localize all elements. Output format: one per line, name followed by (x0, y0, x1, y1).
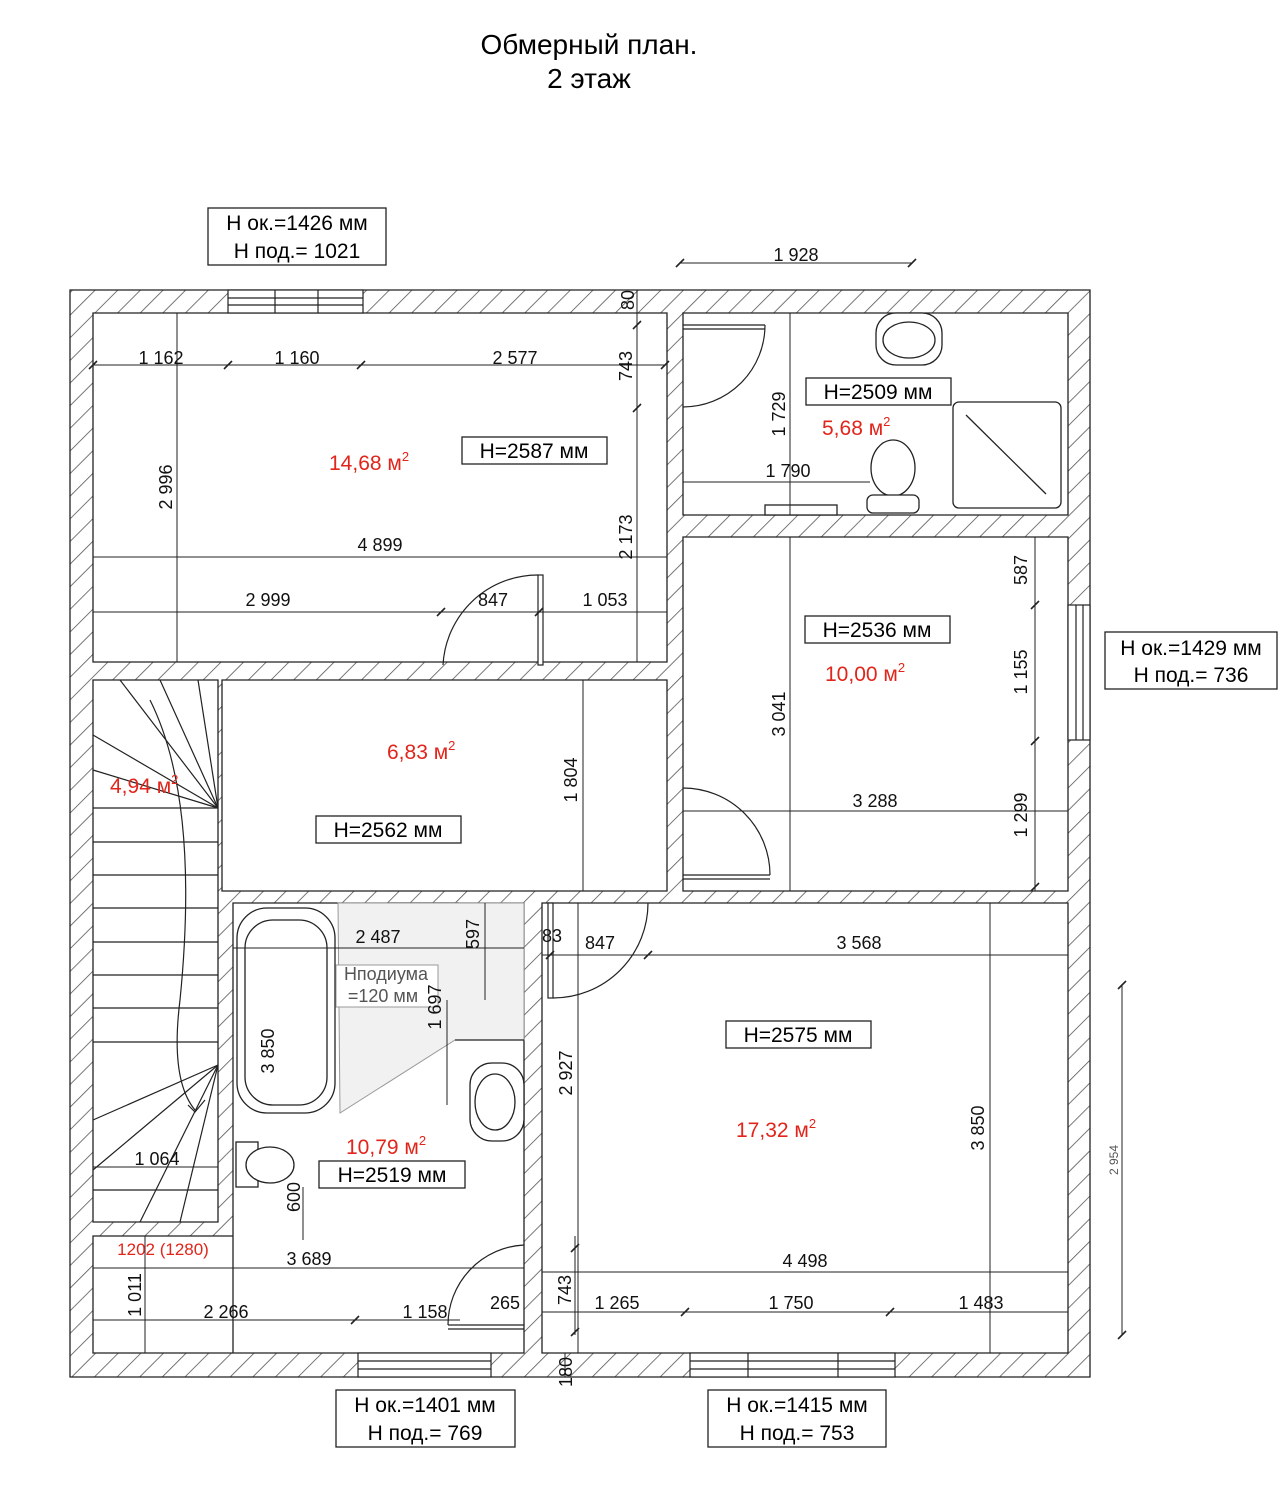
height-room-4: H=2562 мм (334, 819, 443, 842)
room-heights: H=2587 мм H=2509 мм H=2536 мм H=2562 мм … (315, 377, 952, 1189)
dim-1928: 1 928 (773, 245, 818, 265)
area-room-7: 17,32 м2 (736, 1116, 816, 1142)
dim-2927: 2 927 (556, 1050, 576, 1095)
area-room-4: 6,83 м2 (387, 738, 455, 764)
window-bottom-left (357, 1352, 492, 1378)
dim-3041: 3 041 (769, 691, 789, 736)
dim-1729: 1 729 (769, 391, 789, 436)
dimension-labels: 1 928 80 1 162 1 160 2 577 743 2 996 4 8… (125, 245, 1121, 1387)
dim-597: 597 (463, 919, 483, 949)
window-bottom-right (689, 1352, 896, 1378)
dim-1155: 1 155 (1011, 649, 1031, 694)
area-room-6: 10,79 м2 (346, 1133, 426, 1159)
window-annotation-top-left: Н ок.=1426 мм Н под.= 1021 (207, 207, 387, 266)
height-room-3: H=2536 мм (823, 619, 932, 642)
dim-2996: 2 996 (156, 464, 176, 509)
dim-3689: 3 689 (286, 1249, 331, 1269)
dim-180: 180 (556, 1357, 576, 1387)
dim-1011: 1 011 (125, 1273, 145, 1317)
dim-743-bot: 743 (555, 1275, 575, 1305)
dimension-ticks (88, 258, 1127, 1340)
window-bottom-right-sill: Н под.= 753 (740, 1422, 855, 1445)
dim-4899: 4 899 (357, 535, 402, 555)
dim-847-top: 847 (478, 590, 508, 610)
window-top-left-sill: Н под.= 1021 (234, 240, 361, 263)
window-annotation-bottom-right: Н ок.=1415 мм Н под.= 753 (707, 1389, 887, 1448)
stair-note: 1202 (1280) (117, 1240, 209, 1259)
walls (69, 289, 1091, 1378)
dim-2487: 2 487 (355, 927, 400, 947)
window-annotation-bottom-left: Н ок.=1401 мм Н под.= 769 (335, 1389, 516, 1448)
dim-1265: 1 265 (594, 1293, 639, 1313)
dim-600: 600 (284, 1182, 304, 1212)
window-bottom-right-height: Н ок.=1415 мм (726, 1394, 867, 1417)
podium-label-line-2: =120 мм (348, 986, 418, 1006)
area-room-3: 10,00 м2 (825, 660, 905, 686)
dim-587: 587 (1011, 555, 1031, 585)
page-title: Обмерный план. 2 этаж (0, 28, 1178, 96)
dim-3568: 3 568 (836, 933, 881, 953)
height-room-6: H=2519 мм (338, 1164, 447, 1187)
dim-4498: 4 498 (782, 1251, 827, 1271)
dim-1053: 1 053 (582, 590, 627, 610)
dim-1790: 1 790 (765, 461, 810, 481)
window-top-left-height: Н ок.=1426 мм (226, 212, 367, 235)
window-annotation-right: Н ок.=1429 мм Н под.= 736 (1104, 631, 1278, 690)
dim-265: 265 (490, 1293, 520, 1313)
window-bottom-left-sill: Н под.= 769 (368, 1422, 483, 1445)
height-room-2: H=2509 мм (824, 381, 933, 404)
dim-2999: 2 999 (245, 590, 290, 610)
height-room-1: H=2587 мм (480, 440, 589, 463)
dimension-lines (93, 262, 1123, 1377)
title-line-2: 2 этаж (547, 63, 631, 94)
bathroom-fixtures (235, 312, 1062, 1188)
dim-80: 80 (618, 290, 638, 310)
window-right-sill: Н под.= 736 (1134, 664, 1249, 687)
dim-83: 83 (542, 926, 562, 946)
podium-zone (335, 902, 525, 1114)
dim-2577: 2 577 (492, 348, 537, 368)
dim-3850-right: 3 850 (968, 1105, 988, 1150)
dim-847-mid: 847 (585, 933, 615, 953)
dim-1162: 1 162 (138, 348, 183, 368)
dim-1804: 1 804 (561, 757, 581, 802)
dim-1160: 1 160 (274, 348, 319, 368)
area-room-1: 14,68 м2 (329, 449, 409, 475)
dim-2173: 2 173 (616, 514, 636, 559)
window-top-left (227, 289, 364, 314)
window-right-height: Н ок.=1429 мм (1120, 637, 1261, 660)
dim-1697: 1 697 (425, 984, 445, 1029)
dim-3850-left: 3 850 (258, 1028, 278, 1073)
dim-2266: 2 266 (203, 1302, 248, 1322)
dim-3288: 3 288 (852, 791, 897, 811)
dim-1158: 1 158 (402, 1302, 447, 1322)
dim-2954: 2 954 (1107, 1145, 1121, 1175)
podium-label-line-1: Нподиума (344, 964, 429, 984)
height-room-7: H=2575 мм (744, 1024, 853, 1047)
dim-1299: 1 299 (1011, 792, 1031, 837)
title-line-1: Обмерный план. (480, 29, 698, 60)
dim-1750: 1 750 (768, 1293, 813, 1313)
dim-1064: 1 064 (134, 1149, 179, 1169)
dim-1483: 1 483 (958, 1293, 1003, 1313)
area-room-2: 5,68 м2 (822, 414, 890, 440)
window-bottom-left-height: Н ок.=1401 мм (354, 1394, 495, 1417)
staircase (92, 679, 219, 1223)
doors (442, 324, 771, 1330)
area-room-5: 4,94 м2 (110, 772, 178, 798)
dim-743-top: 743 (616, 351, 636, 381)
window-right (1067, 604, 1091, 741)
room-areas: 14,68 м2 5,68 м2 10,00 м2 6,83 м2 4,94 м… (110, 414, 905, 1159)
